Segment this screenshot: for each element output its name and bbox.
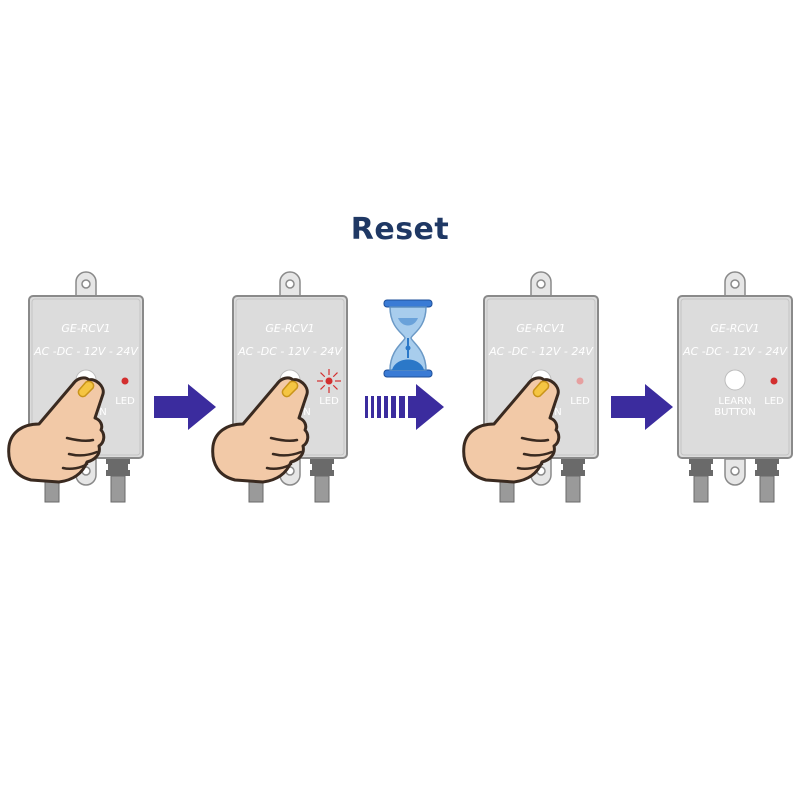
arrow-right-icon	[611, 384, 673, 430]
model-label: GE-RCV1	[516, 322, 565, 335]
learn-label: LEARN	[718, 396, 751, 407]
led-label: LED	[764, 396, 784, 407]
voltage-label: AC -DC - 12V - 24V	[682, 345, 788, 358]
hourglass-icon	[383, 299, 433, 378]
learn-button[interactable]	[724, 369, 746, 391]
led-label: LED	[319, 396, 339, 407]
led-indicator	[770, 377, 778, 385]
led-indicator	[576, 377, 584, 385]
arrow-right-icon	[154, 384, 216, 430]
led-label: LED	[115, 396, 135, 407]
led-indicator	[121, 377, 129, 385]
model-label: GE-RCV1	[710, 322, 759, 335]
page-title: Reset	[350, 212, 450, 247]
dashed-arrow-icon	[365, 384, 444, 430]
voltage-label: AC -DC - 12V - 24V	[237, 345, 343, 358]
led-flash-icon	[317, 369, 341, 393]
voltage-label: AC -DC - 12V - 24V	[488, 345, 594, 358]
model-label: GE-RCV1	[265, 322, 314, 335]
model-label: GE-RCV1	[61, 322, 110, 335]
button-label: BUTTON	[714, 407, 756, 418]
led-label: LED	[570, 396, 590, 407]
voltage-label: AC -DC - 12V - 24V	[33, 345, 139, 358]
led-indicator	[325, 377, 333, 385]
